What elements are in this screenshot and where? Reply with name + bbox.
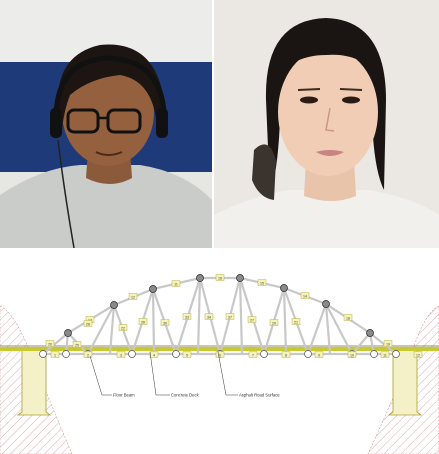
truss-node[interactable] [366,329,374,337]
truss-node[interactable] [64,329,72,337]
member-label: 14 [300,292,310,299]
svg-text:11: 11 [174,282,178,286]
svg-text:37: 37 [228,315,232,319]
member-label: 27 [247,316,257,323]
member-label: 10 [347,351,357,358]
member-label: 25 [72,341,82,348]
member-label: 11 [171,280,181,287]
truss-node[interactable] [172,350,180,358]
svg-text:5: 5 [186,353,188,357]
member-label: 11 [380,351,390,358]
member-label: 3 [116,351,126,358]
member-label: 12 [413,351,423,358]
svg-text:6: 6 [219,353,221,357]
support-node[interactable] [392,350,400,358]
member-label: 22 [118,324,128,331]
video-tile-right[interactable] [214,0,439,248]
truss-node[interactable] [370,350,378,358]
member-label: 12 [128,293,138,300]
member-label: 8 [281,351,291,358]
svg-text:33: 33 [185,315,189,319]
svg-text:13: 13 [88,318,92,322]
truss-node[interactable] [236,274,244,282]
truss-node[interactable] [128,350,136,358]
svg-text:25: 25 [75,343,79,347]
member-label: 33 [182,313,192,320]
participant-video-right [214,0,439,248]
member-label: 1 [50,351,60,358]
truss-node[interactable] [304,350,312,358]
svg-text:16: 16 [218,276,222,280]
svg-text:2: 2 [87,353,89,357]
member-label: 9 [314,351,324,358]
callout-concrete-deck: Concrete Deck [171,393,200,398]
member-label: 21 [291,318,301,325]
member-label: 37 [225,313,235,320]
abutment-right [387,349,423,416]
svg-text:12: 12 [416,353,420,357]
member-label: 30 [160,319,170,326]
svg-text:9: 9 [318,353,320,357]
svg-text:20: 20 [48,342,52,346]
svg-text:4: 4 [153,353,155,357]
video-tile-left[interactable] [0,0,212,248]
participant-video-left [0,0,212,248]
member-label: 29 [269,319,279,326]
svg-text:21: 21 [294,320,298,324]
member-label: 4 [149,351,159,358]
svg-text:30: 30 [163,321,167,325]
svg-text:29: 29 [272,321,276,325]
callout-asphalt: Asphalt Road Surface [239,393,280,398]
svg-text:1: 1 [54,353,56,357]
truss-node[interactable] [110,301,118,309]
svg-text:19: 19 [386,342,390,346]
svg-text:22: 22 [121,326,125,330]
member-label: 6 [215,351,225,358]
svg-text:14: 14 [303,294,307,298]
truss [42,276,397,356]
svg-text:11: 11 [383,353,387,357]
abutment-left [16,349,52,416]
member-label: 5 [182,351,192,358]
svg-text:18: 18 [346,316,350,320]
member-label: 34 [204,313,214,320]
truss-node[interactable] [149,285,157,293]
member-label: 28 [83,320,93,327]
svg-text:8: 8 [285,353,287,357]
truss-node[interactable] [62,350,70,358]
svg-text:34: 34 [207,315,211,319]
member-label: 16 [215,274,225,281]
truss-node[interactable] [280,284,288,292]
svg-text:27: 27 [250,318,254,322]
callout-floor-beam: Floor Beam [113,393,135,398]
svg-text:7: 7 [252,353,254,357]
member-label: 2 [83,351,93,358]
svg-text:3: 3 [120,353,122,357]
truss-node[interactable] [260,350,268,358]
member-label: 15 [257,279,267,286]
svg-text:26: 26 [141,320,145,324]
svg-text:12: 12 [131,295,135,299]
member-label: 26 [138,318,148,325]
support-node[interactable] [39,350,47,358]
member-label: 18 [343,314,353,321]
member-label: 19 [383,340,393,347]
svg-text:10: 10 [350,353,354,357]
truss-node[interactable] [322,300,330,308]
svg-text:15: 15 [260,281,264,285]
svg-text:28: 28 [86,322,90,326]
member-label: 20 [45,340,55,347]
truss-node[interactable] [196,274,204,282]
member-label: 7 [248,351,258,358]
